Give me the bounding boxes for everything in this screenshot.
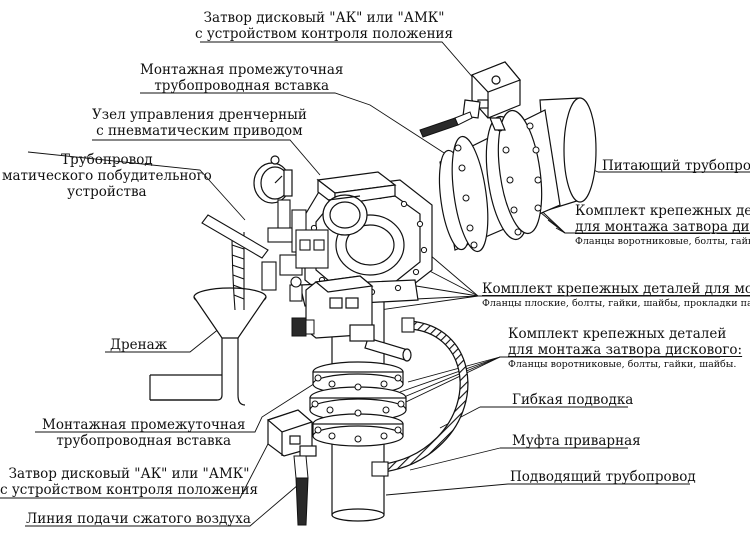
drain-funnel [149, 287, 267, 406]
label-air-line: Линия подачи сжатого воздуха [26, 511, 251, 527]
valve-top-handle [419, 111, 473, 138]
control-unit-top [316, 171, 397, 236]
column-bolts [311, 374, 405, 443]
label-pipeline-pneumatic-line3: устройства [67, 184, 147, 200]
solenoid-block [305, 275, 374, 339]
valve-bottom [266, 409, 317, 457]
horizontal-branch [349, 324, 412, 362]
label-valve-bottom: Затвор дисковый "АК" или "АМК" с устройс… [0, 466, 258, 498]
label-weld-coupling: Муфта приварная [512, 433, 641, 449]
label-valve-top: Затвор дисковый "АК" или "АМК" с устройс… [195, 10, 453, 42]
label-insert-top-line1: Монтажная промежуточная [140, 62, 344, 78]
label-drain-node-line2: с пневматическим приводом [96, 123, 303, 139]
label-fastener-kit-top-sub: Фланцы воротниковые, болты, гайки, [575, 236, 750, 247]
control-fittings [261, 199, 329, 302]
label-drain-node-line1: Узел управления дренчерный [92, 107, 307, 123]
label-fastener-kit-top-line2: для монтажа затвора диско [575, 219, 750, 235]
label-drain-node: Узел управления дренчерный с пневматичес… [92, 107, 307, 139]
label-fastener-kit-bottom-sub: Фланцы воротниковые, болты, гайки, шайбы… [508, 359, 737, 370]
label-valve-top-line2: с устройством контроля положения [195, 26, 454, 42]
flexible-hose [371, 317, 469, 477]
label-insert-top-line2: трубопроводная вставка [154, 78, 330, 94]
label-fastener-kit-bottom-line2: для монтажа затвора дискового: [508, 342, 743, 358]
label-fastener-kit-mid-sub: Фланцы плоские, болты, гайки, шайбы, про… [482, 298, 750, 309]
label-insert-bottom-line1: Монтажная промежуточная [42, 417, 246, 433]
pneumatic-pipe [201, 214, 269, 259]
label-pipeline-pneumatic-line1: Трубопровод [61, 152, 153, 168]
label-fastener-kit-mid-line1: Комплект крепежных деталей для монта [482, 281, 750, 297]
supply-flange-bolts [454, 122, 542, 249]
label-fastener-kit-top-line1: Комплект крепежных детал [575, 203, 750, 219]
label-insert-bottom-line2: трубопроводная вставка [56, 433, 232, 449]
label-insert-bottom: Монтажная промежуточная трубопроводная в… [42, 417, 245, 449]
column-flanges [309, 361, 407, 447]
label-valve-bottom-line2: с устройством контроля положения [0, 482, 259, 498]
label-fastener-kit-top: Комплект крепежных детал для монтажа зат… [575, 203, 750, 248]
label-fastener-kit-bottom-line1: Комплект крепежных деталей [508, 326, 727, 342]
label-pipeline-pneumatic-line2: матического побудительного [2, 168, 212, 184]
label-fastener-kit-bottom: Комплект крепежных деталей для монтажа з… [508, 326, 742, 371]
label-valve-top-line1: Затвор дисковый "АК" или "АМК" [203, 10, 445, 26]
label-supply-pipeline: Питающий трубопровод [602, 158, 750, 174]
pressure-gauge [253, 155, 293, 204]
side-knob [291, 317, 315, 337]
label-insert-top: Монтажная промежуточная трубопроводная в… [140, 62, 343, 94]
air-line-pipe [293, 455, 309, 526]
label-flexible-hose: Гибкая подводка [512, 392, 634, 408]
label-valve-bottom-line1: Затвор дисковый "АК" или "АМК" [8, 466, 250, 482]
label-pipeline-pneumatic: Трубопровод матического побудительного у… [2, 152, 212, 200]
label-fastener-kit-mid: Комплект крепежных деталей для монта Фла… [482, 281, 750, 310]
label-drain: Дренаж [110, 337, 168, 353]
label-inlet-pipeline: Подводящий трубопровод [510, 469, 696, 485]
